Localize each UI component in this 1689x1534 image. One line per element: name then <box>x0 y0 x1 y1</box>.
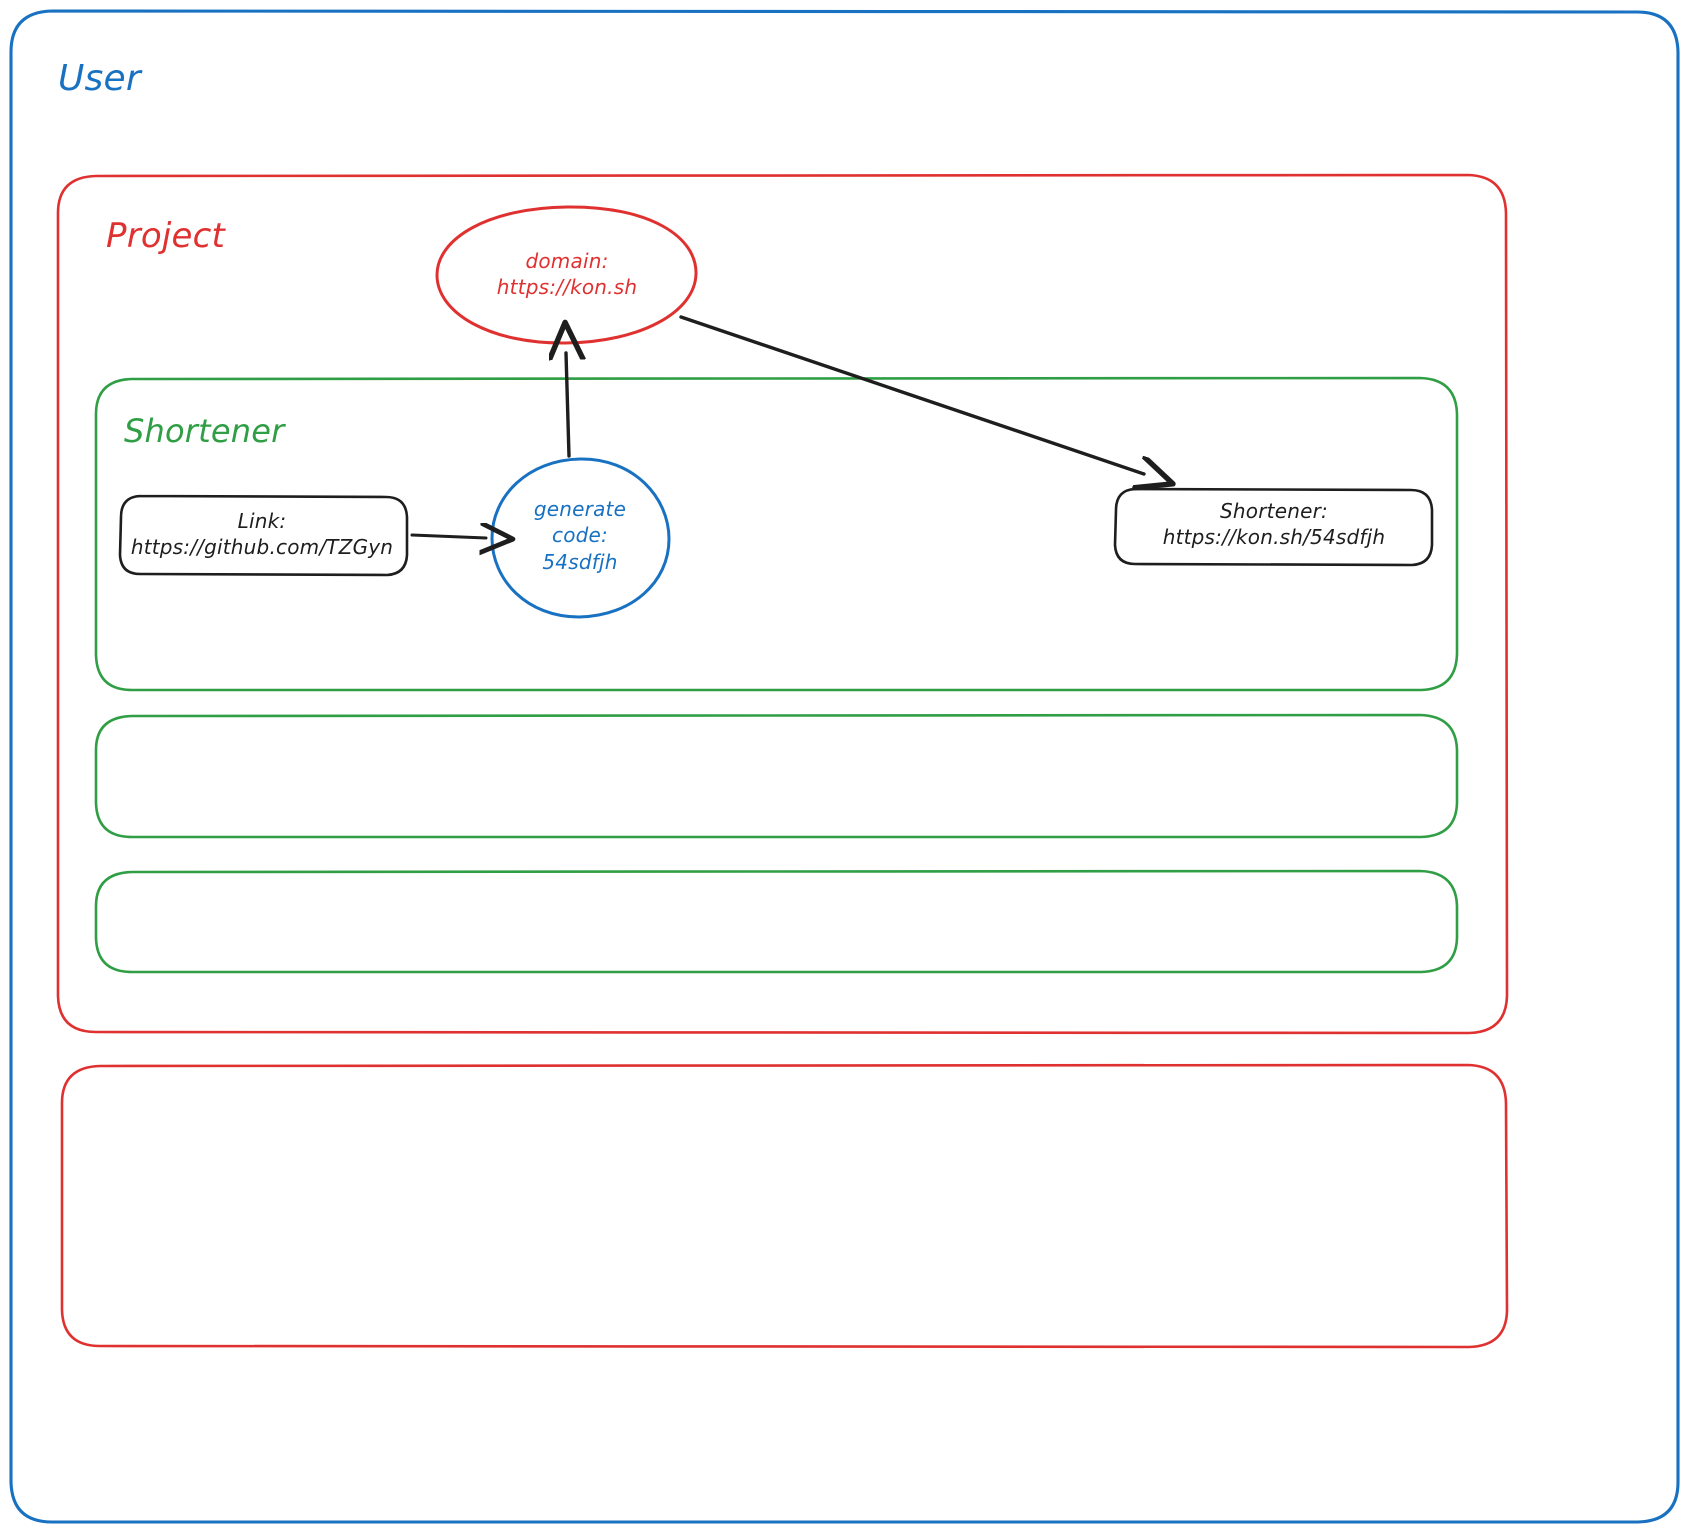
link-box-text[interactable]: Link: https://github.com/TZGyn <box>122 508 402 561</box>
result-box-line-1: Shortener: <box>1220 499 1328 523</box>
generate-circle-line-2: code: <box>552 523 608 548</box>
domain-ellipse-line-2: https://kon.sh <box>496 275 638 300</box>
arrow-link-to-generate <box>410 535 486 538</box>
user-container-outline[interactable] <box>9 9 1680 1524</box>
project-container-outline[interactable] <box>56 173 1509 1035</box>
user-container-label: User <box>58 58 141 99</box>
domain-ellipse-line-1: domain: <box>525 249 609 273</box>
result-box-line-2: https://kon.sh/54sdfjh <box>1162 525 1386 550</box>
link-box-line-1: Link: <box>237 509 287 533</box>
generate-circle-text[interactable]: generate code: 54sdfjh <box>500 496 660 575</box>
empty-project-container-2-outline[interactable] <box>60 1063 1509 1349</box>
shortener-group-label: Shortener <box>124 412 285 450</box>
domain-ellipse-text[interactable]: domain: https://kon.sh <box>437 248 697 301</box>
project-container-label: Project <box>106 216 226 256</box>
arrow-domain-to-result <box>679 315 1144 474</box>
empty-green-group-2-outline[interactable] <box>94 713 1459 839</box>
arrow-generate-to-domain <box>566 353 569 458</box>
empty-green-group-3-outline[interactable] <box>94 869 1459 974</box>
generate-circle-line-3: 54sdfjh <box>542 549 618 574</box>
result-box-text[interactable]: Shortener: https://kon.sh/54sdfjh <box>1118 498 1430 551</box>
generate-circle-line-1: generate <box>533 497 627 521</box>
link-box-line-2: https://github.com/TZGyn <box>130 535 394 560</box>
